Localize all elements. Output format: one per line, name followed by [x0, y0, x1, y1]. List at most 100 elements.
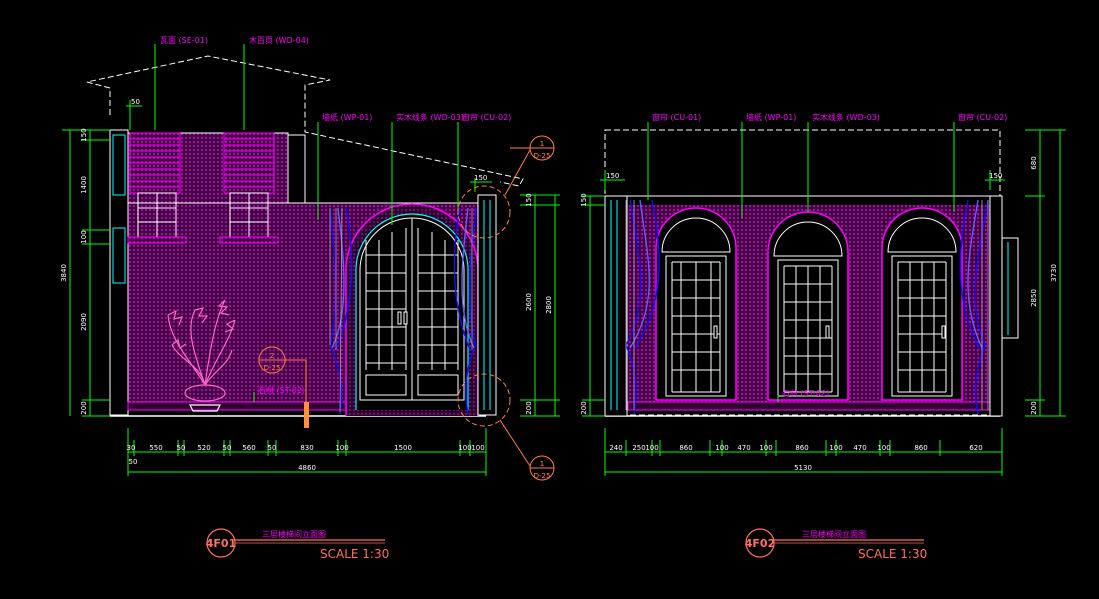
right-dimension-lines — [582, 129, 1066, 476]
left-leaders — [154, 44, 459, 402]
stair-post — [304, 402, 309, 428]
dim-total: 3730 — [1050, 264, 1058, 282]
drawing-title: 三层楼梯间立面图 — [262, 529, 326, 539]
dim: 100 — [458, 444, 471, 452]
dim: 560 — [242, 444, 255, 452]
right-vertical-dims: 680 2850 200 3730 150 200 — [580, 156, 1058, 414]
callout-top-ref: D-25 — [534, 152, 551, 160]
right-elevation — [582, 122, 1066, 558]
dim: 860 — [795, 444, 808, 452]
label-curtain-1: 窗帘 (CU-01) — [652, 112, 701, 122]
label-wallpaper: 墙纸 (WP-01) — [322, 112, 372, 122]
dim: 50 — [223, 444, 232, 452]
dim: 150 — [474, 174, 487, 182]
dim: 470 — [737, 444, 750, 452]
right-material-labels: 窗帘 (CU-01) 墙纸 (WP-01) 实木线条 (WD-03) 窗帘 (C… — [652, 112, 1007, 398]
shutter-right — [223, 132, 275, 194]
drawing-title: 三层楼梯间立面图 — [802, 529, 866, 539]
left-dimension-ticks — [133, 440, 471, 456]
right-column — [477, 194, 497, 416]
curtain-left — [329, 207, 353, 415]
callout-top — [457, 135, 555, 239]
dim-total: 4860 — [298, 464, 316, 472]
dim: 620 — [969, 444, 982, 452]
dim: 550 — [149, 444, 162, 452]
callout-section-ref: D-25 — [264, 364, 281, 372]
arched-window-3 — [881, 207, 963, 401]
dim: 100 — [877, 444, 890, 452]
dim: 240 — [609, 444, 622, 452]
callout-section — [258, 346, 307, 402]
label-curtain-2: 窗帘 (CU-02) — [958, 112, 1007, 122]
right-leaders — [647, 122, 955, 402]
dim: 100 — [645, 444, 658, 452]
dim: 680 — [1030, 156, 1038, 169]
dim: 200 — [525, 401, 533, 414]
dim: 470 — [853, 444, 866, 452]
window-right — [219, 192, 279, 244]
right-curtain-left — [625, 199, 660, 415]
dim: 860 — [679, 444, 692, 452]
dim: 2090 — [80, 313, 88, 331]
right-title-block — [745, 528, 924, 558]
label-shutter: 木百页 (WD-04) — [249, 35, 309, 45]
dim: 100 — [829, 444, 842, 452]
dim: 100 — [715, 444, 728, 452]
dim: 150 — [580, 193, 588, 206]
arched-door — [345, 203, 479, 416]
left-vertical-dims: 150 1400 100 2090 200 3840 150 2600 200 … — [60, 128, 553, 414]
dim: 150 — [80, 128, 88, 141]
dim: 830 — [300, 444, 313, 452]
left-pilaster — [109, 129, 129, 416]
dim: 520 — [197, 444, 210, 452]
dim: 100 — [335, 444, 348, 452]
callout-bottom — [457, 373, 555, 481]
window-left — [127, 192, 187, 244]
left-elevation — [62, 44, 560, 558]
dim: 250 — [632, 444, 645, 452]
label-stone: 石材 (ST-02) — [782, 388, 829, 398]
label-curtain: 窗帘 (CU-02) — [462, 112, 511, 122]
dim: 150 — [525, 193, 533, 206]
dim-total: 2800 — [545, 296, 553, 314]
dim: 1500 — [394, 444, 412, 452]
dim: 30 — [127, 444, 136, 452]
drawing-scale: SCALE 1:30 — [320, 547, 389, 561]
dim: 50 — [131, 98, 140, 106]
roof-gap — [287, 134, 306, 204]
right-top-dims: 150 150 — [606, 172, 1002, 180]
callout-bottom-ref: D-25 — [534, 472, 551, 480]
dim: 100 — [80, 230, 88, 243]
dim: 50 — [177, 444, 186, 452]
dim: 50 — [129, 458, 138, 466]
dim: 2600 — [525, 293, 533, 311]
dim: 1400 — [80, 176, 88, 194]
drawing-scale: SCALE 1:30 — [858, 547, 927, 561]
label-wood-trim: 实木线条 (WD-03) — [812, 112, 880, 122]
dim: 150 — [606, 172, 619, 180]
right-skirting — [627, 401, 999, 411]
dim: 50 — [268, 444, 277, 452]
dim: 200 — [580, 401, 588, 414]
potted-plant — [167, 299, 236, 412]
callout-texts: 1 D-25 1 D-25 2 D-25 — [264, 140, 551, 480]
left-top-dims: 50 150 — [131, 98, 487, 182]
callout-bottom-num: 1 — [540, 460, 544, 468]
dim: 200 — [1030, 401, 1038, 414]
dim: 200 — [80, 401, 88, 414]
right-dimension-ticks — [625, 440, 941, 456]
dim-total: 5130 — [794, 464, 812, 472]
right-curtain-right — [959, 199, 989, 415]
dim-total: 3840 — [60, 264, 68, 282]
right-titles: 4F02 三层楼梯间立面图 SCALE 1:30 — [745, 529, 927, 561]
arched-window-2 — [767, 211, 849, 401]
left-title-block — [206, 528, 385, 558]
callout-section-num: 2 — [270, 352, 274, 360]
left-dimension-lines — [62, 100, 560, 476]
dim: 860 — [914, 444, 927, 452]
left-material-labels: 瓦面 (SE-01) 木百页 (WD-04) 墙纸 (WP-01) 实木线条 (… — [160, 35, 511, 395]
dim: 100 — [471, 444, 484, 452]
right-bottom-dims: 240 250 100 860 100 470 100 860 100 470 … — [609, 444, 982, 472]
right-right-column — [989, 195, 1003, 417]
